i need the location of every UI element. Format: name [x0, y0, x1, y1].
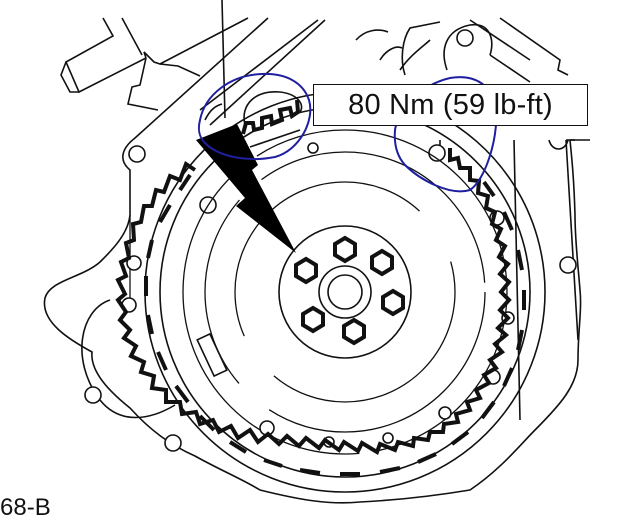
- annotation-circle-left: [197, 72, 312, 160]
- flywheel: [144, 91, 546, 493]
- pointer-arrow: [196, 124, 296, 253]
- torque-callout-label: 80 Nm (59 lb-ft): [348, 88, 553, 121]
- bolt-5: [301, 305, 325, 334]
- bolt-4: [381, 288, 405, 317]
- figure-id: 68-B: [0, 494, 51, 521]
- upper-right-brackets: [355, 17, 590, 421]
- bolt-2: [370, 248, 394, 277]
- bolt-3: [294, 256, 318, 285]
- flywheel-bolts: [294, 235, 405, 346]
- housing-holes: [84, 142, 577, 452]
- annotation-circle-right: [393, 76, 498, 193]
- ring-gear-teeth: [115, 148, 541, 488]
- bolt-6: [342, 317, 366, 346]
- tooth-detail: [204, 0, 303, 148]
- torque-callout-box: 80 Nm (59 lb-ft): [313, 84, 588, 126]
- sensor-bracket: [60, 17, 249, 111]
- bolt-1: [333, 235, 357, 264]
- annotation-marks: [197, 72, 498, 193]
